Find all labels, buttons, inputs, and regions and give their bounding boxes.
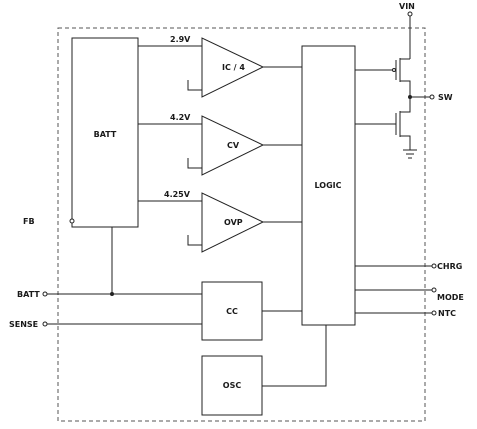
comparator-ic4 [201, 37, 265, 98]
ref-cv-label: 4.2V [170, 113, 191, 122]
comparator-ovp-label: OVP [224, 218, 243, 227]
batt-junction [110, 292, 114, 296]
comparator-cv [201, 115, 265, 176]
cc-block [201, 281, 263, 341]
sense-pin [42, 321, 48, 327]
ovp-minus-wire [187, 235, 202, 246]
cv-minus-wire [187, 158, 202, 169]
mode-pin-label: MODE [437, 293, 464, 302]
fb-pin-label: FB [23, 217, 35, 226]
logic-block-label: LOGIC [314, 181, 341, 190]
fb-pin [69, 218, 75, 224]
vin-pin [407, 11, 413, 17]
cc-block-label: CC [226, 307, 238, 316]
comparator-ovp [201, 192, 265, 253]
nmos-transistor-symbol [355, 97, 411, 150]
ref-ic4-label: 2.9V [170, 35, 191, 44]
mode-pin [431, 287, 437, 293]
batt-pin [42, 291, 48, 297]
sw-pin-label: SW [438, 93, 453, 102]
chrg-pin-label: CHRG [437, 262, 462, 271]
ref-ovp-label: 4.25V [164, 190, 191, 199]
ic4-minus-wire [187, 80, 202, 91]
batt-block-label: BATT [94, 130, 117, 139]
osc-block-label: OSC [223, 381, 242, 390]
sense-pin-label: SENSE [9, 320, 38, 329]
osc-out-wire [262, 325, 327, 387]
chip-boundary [57, 27, 426, 422]
batt-pin-label: BATT [17, 290, 40, 299]
vin-pin-label: VIN [399, 2, 415, 11]
sw-pin [429, 94, 435, 100]
ground-icon [403, 149, 417, 159]
comparator-cv-label: CV [227, 141, 240, 150]
comparator-ic4-label: IC / 4 [222, 63, 245, 72]
pmos-transistor-symbol [355, 58, 411, 97]
ntc-pin [431, 310, 437, 316]
ntc-pin-label: NTC [438, 309, 456, 318]
batt-block [71, 37, 139, 228]
logic-block [301, 45, 356, 326]
chrg-pin [431, 263, 437, 269]
